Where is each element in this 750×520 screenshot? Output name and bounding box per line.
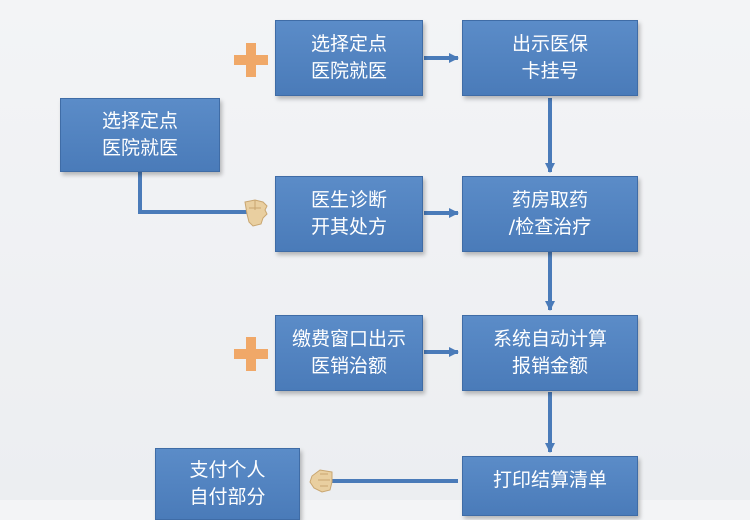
node-line: 选择定点 [101, 110, 178, 132]
node-line: 选择定点 [310, 33, 387, 55]
node-print-list: 打印结算清单 [462, 456, 638, 516]
node-show-card: 出示医保 卡挂号 [462, 20, 638, 96]
node-payment-window: 缴费窗口出示 医销治额 [275, 315, 423, 391]
hand-pointer-icon [244, 199, 268, 227]
node-line: /检查治疗 [508, 216, 592, 238]
node-select-hospital-left: 选择定点 医院就医 [60, 98, 220, 172]
node-line: 医院就医 [310, 60, 387, 82]
node-line: 打印结算清单 [492, 469, 607, 491]
arrow-left-to-diagnosis [138, 172, 252, 214]
node-line: 报销金额 [511, 355, 588, 377]
node-line: 卡挂号 [521, 60, 579, 82]
node-pay-self: 支付个人 自付部分 [155, 448, 300, 520]
node-pharmacy: 药房取药 /检查治疗 [462, 176, 638, 252]
node-diagnosis: 医生诊断 开其处方 [275, 176, 423, 252]
plus-icon [234, 337, 268, 371]
node-line: 出示医保 [511, 33, 588, 55]
connectors [138, 53, 555, 483]
node-line: 医销治额 [310, 355, 387, 377]
node-select-hospital-top: 选择定点 医院就医 [275, 20, 423, 96]
node-line: 缴费窗口出示 [291, 328, 406, 350]
plus-icon [234, 43, 268, 77]
node-line: 系统自动计算 [492, 328, 607, 350]
node-line: 药房取药 [511, 189, 588, 211]
node-line: 支付个人 [189, 459, 266, 481]
node-line: 自付部分 [189, 486, 266, 508]
node-line: 医院就医 [101, 137, 178, 159]
node-auto-calc: 系统自动计算 报销金额 [462, 315, 638, 391]
node-line: 医生诊断 [310, 189, 387, 211]
node-line: 开其处方 [310, 216, 387, 238]
hand-pointer-left-icon [309, 469, 333, 493]
